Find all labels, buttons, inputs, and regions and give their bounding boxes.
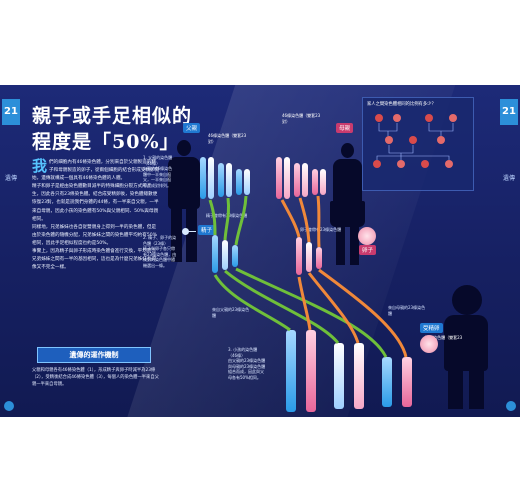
mother-chromosome: [302, 163, 308, 197]
family-member-icon: [449, 114, 457, 122]
inheritance-arrows: [208, 195, 408, 358]
paragraph-3: 同樣地，兄弟姊妹也各自從雙親身上得到一半的染色體，但是由於染色體的隨機分配，兄弟…: [32, 224, 158, 246]
section-subhead: 遺傳的運作機制: [37, 347, 151, 363]
from-mother-note: 來自母親的23條染色體: [388, 305, 426, 316]
father-chromosome: [236, 169, 242, 195]
mother-chromosome: [312, 169, 318, 195]
family-member-icon: [421, 160, 429, 168]
family-member-icon: [397, 160, 405, 168]
family-tree-lines: [376, 123, 454, 160]
book-spread: 21 21 遺傳 遺傳 親子或手足相似的 程度是「50%」 我 們的細胞內有46…: [0, 85, 520, 417]
mother-chromosome-note: 46條染色體（雙套23對）: [282, 113, 321, 124]
paragraph-4: 事實上，因為精子與卵子形成時染色體會進行交換，平均而言兄弟姊妹之間有一半的基因相…: [32, 249, 157, 271]
father-chromosome: [226, 163, 232, 197]
sperm-chromosome: [222, 240, 228, 270]
fertilized-egg-label: 受精卵: [420, 323, 443, 333]
egg-chromosome: [296, 237, 302, 275]
family-member-icon: [437, 136, 445, 144]
father-label: 父親: [183, 123, 201, 133]
mother-label: 母親: [336, 123, 354, 133]
page-title: 親子或手足相似的 程度是「50%」: [32, 103, 192, 155]
gamete-mother-note: 卵子會帶有23條染色體: [300, 227, 342, 232]
father-chromosome: [244, 169, 250, 195]
mother-chromosome: [320, 169, 326, 195]
sperm-chromosome: [212, 235, 218, 273]
side-label-left: 遺傳: [4, 175, 17, 182]
egg-chromosome: [316, 247, 322, 269]
father-chromosome: [218, 163, 224, 197]
egg-icon: [358, 227, 376, 245]
father-chromosome: [200, 157, 206, 199]
child-chromosome: [286, 330, 296, 412]
child-chromosome: [354, 343, 364, 409]
mother-chromosome: [284, 157, 290, 199]
child-chromosome: [306, 330, 316, 412]
page-number-left: 21: [2, 99, 20, 125]
step-1: 1. 父親的染色體（46條） 父親的46條染色體中一半來自祖父，一半來自祖母，成…: [143, 155, 173, 188]
family-member-icon: [445, 160, 453, 168]
dropcap: 我: [32, 157, 48, 175]
family-member-icon: [385, 136, 393, 144]
step-2: 2. 精子、卵子的染色體（23條） 精子與卵子各只帶有23條染色體，由成對的染色…: [143, 235, 177, 268]
title-line-2: 程度是「50%」: [32, 131, 180, 153]
egg-chromosome: [306, 242, 312, 272]
step-3: 3. 小孩的染色體（46條） 由父親的23條染色體與母親的23條染色體組合而成，…: [228, 347, 266, 380]
sperm-label: 精子: [198, 225, 216, 235]
mother-chromosome: [294, 163, 300, 197]
family-tree-title: 家人之間染色體相同的比例有多少？: [367, 102, 436, 107]
family-member-icon: [375, 114, 383, 122]
family-member-icon: [393, 114, 401, 122]
fertilized-egg-icon: [420, 335, 438, 353]
child-chromosome: [382, 357, 392, 407]
sperm-chromosome: [232, 245, 238, 267]
child-chromosome: [402, 357, 412, 407]
mother-chromosome: [276, 157, 282, 199]
sperm-icon: [182, 228, 196, 236]
paragraph-2: 精子和卵子是經由染色體數目減半的特殊細胞分裂方式所產生，因此各只有23條染色體。…: [32, 184, 159, 222]
child-chromosome: [334, 343, 344, 409]
side-label-right: 遺傳: [502, 175, 515, 182]
paragraph-5: 父親和母親各有46條染色體（1），形成精子與卵子時減半為23條（2），受精後結合…: [32, 368, 159, 387]
father-chromosome: [208, 157, 214, 199]
family-member-icon: [373, 160, 381, 168]
title-line-1: 親子或手足相似的: [32, 105, 193, 127]
family-member-icon: [409, 136, 417, 144]
page-corner-left: [4, 401, 14, 411]
from-father-note: 來自父親的23條染色體: [212, 307, 250, 318]
page-corner-right: [506, 401, 516, 411]
page-number-right: 21: [500, 99, 518, 125]
egg-label: 卵子: [359, 245, 377, 255]
father-chromosome-note: 46條染色體（雙套23對）: [208, 133, 247, 144]
intro-body: 我 們的細胞內有46條染色體，分別來自於父親製造的精子和母親製造的卵子，從兩個細…: [32, 159, 160, 272]
family-tree-panel: 家人之間染色體相同的比例有多少？: [362, 97, 474, 191]
family-member-icon: [425, 114, 433, 122]
paragraph-1: 們的細胞內有46條染色體，分別來自於父親製造的精子和母親製造的卵子，從兩個細胞的…: [32, 160, 160, 182]
